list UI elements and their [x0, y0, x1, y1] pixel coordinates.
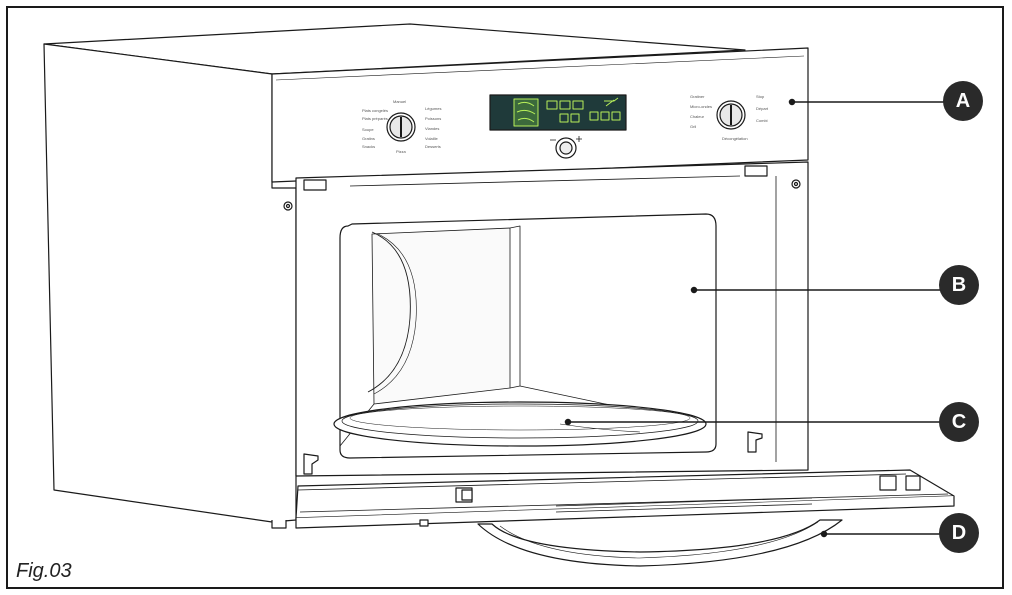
turntable	[333, 401, 707, 447]
hinge-screw-left	[283, 201, 293, 211]
figure-caption: Fig.03	[16, 560, 72, 582]
svg-text:Gratins: Gratins	[362, 136, 375, 141]
left-knob-group: Plats congelés Plats préparés Soupe Grat…	[362, 99, 441, 154]
svg-text:Viandes: Viandes	[425, 126, 439, 131]
svg-text:Desserts: Desserts	[425, 144, 441, 149]
svg-text:Snacks: Snacks	[362, 144, 375, 149]
svg-text:Manuel: Manuel	[393, 99, 406, 104]
svg-text:Chaleur: Chaleur	[690, 114, 705, 119]
display-digits-top	[546, 100, 584, 110]
svg-text:Légumes: Légumes	[425, 106, 441, 111]
cabinet-side	[43, 43, 297, 523]
svg-text:Gratiner: Gratiner	[690, 94, 705, 99]
callout-a: A	[943, 81, 983, 121]
cavity-back-wall	[371, 227, 511, 405]
svg-text:Plats congelés: Plats congelés	[362, 108, 388, 113]
svg-text:Décongélation: Décongélation	[722, 136, 748, 141]
svg-text:Volaille: Volaille	[425, 136, 438, 141]
hinge-screw-right	[791, 179, 801, 189]
latch-left	[303, 453, 319, 475]
callout-b: B	[939, 265, 979, 305]
svg-text:Pizza: Pizza	[396, 149, 407, 154]
figure-frame	[6, 6, 1004, 589]
svg-text:Micro-ondes: Micro-ondes	[690, 104, 712, 109]
door-handle	[477, 519, 843, 567]
svg-text:Combi: Combi	[756, 118, 768, 123]
display-food-icon	[513, 98, 539, 127]
callout-d: D	[939, 513, 979, 553]
latch-right	[747, 431, 763, 453]
svg-text:Gril: Gril	[690, 124, 696, 129]
right-knob-group: Gratiner Micro-ondes Chaleur Gril Stop D…	[690, 94, 769, 141]
svg-text:Plats préparés: Plats préparés	[362, 116, 388, 121]
svg-text:Départ: Départ	[756, 106, 769, 111]
callout-c: C	[939, 402, 979, 442]
display-fan-icon	[604, 97, 619, 107]
svg-text:Stop: Stop	[756, 94, 765, 99]
svg-text:Soupe: Soupe	[362, 127, 374, 132]
display-digits-bottom	[559, 111, 621, 123]
svg-text:Poissons: Poissons	[425, 116, 441, 121]
